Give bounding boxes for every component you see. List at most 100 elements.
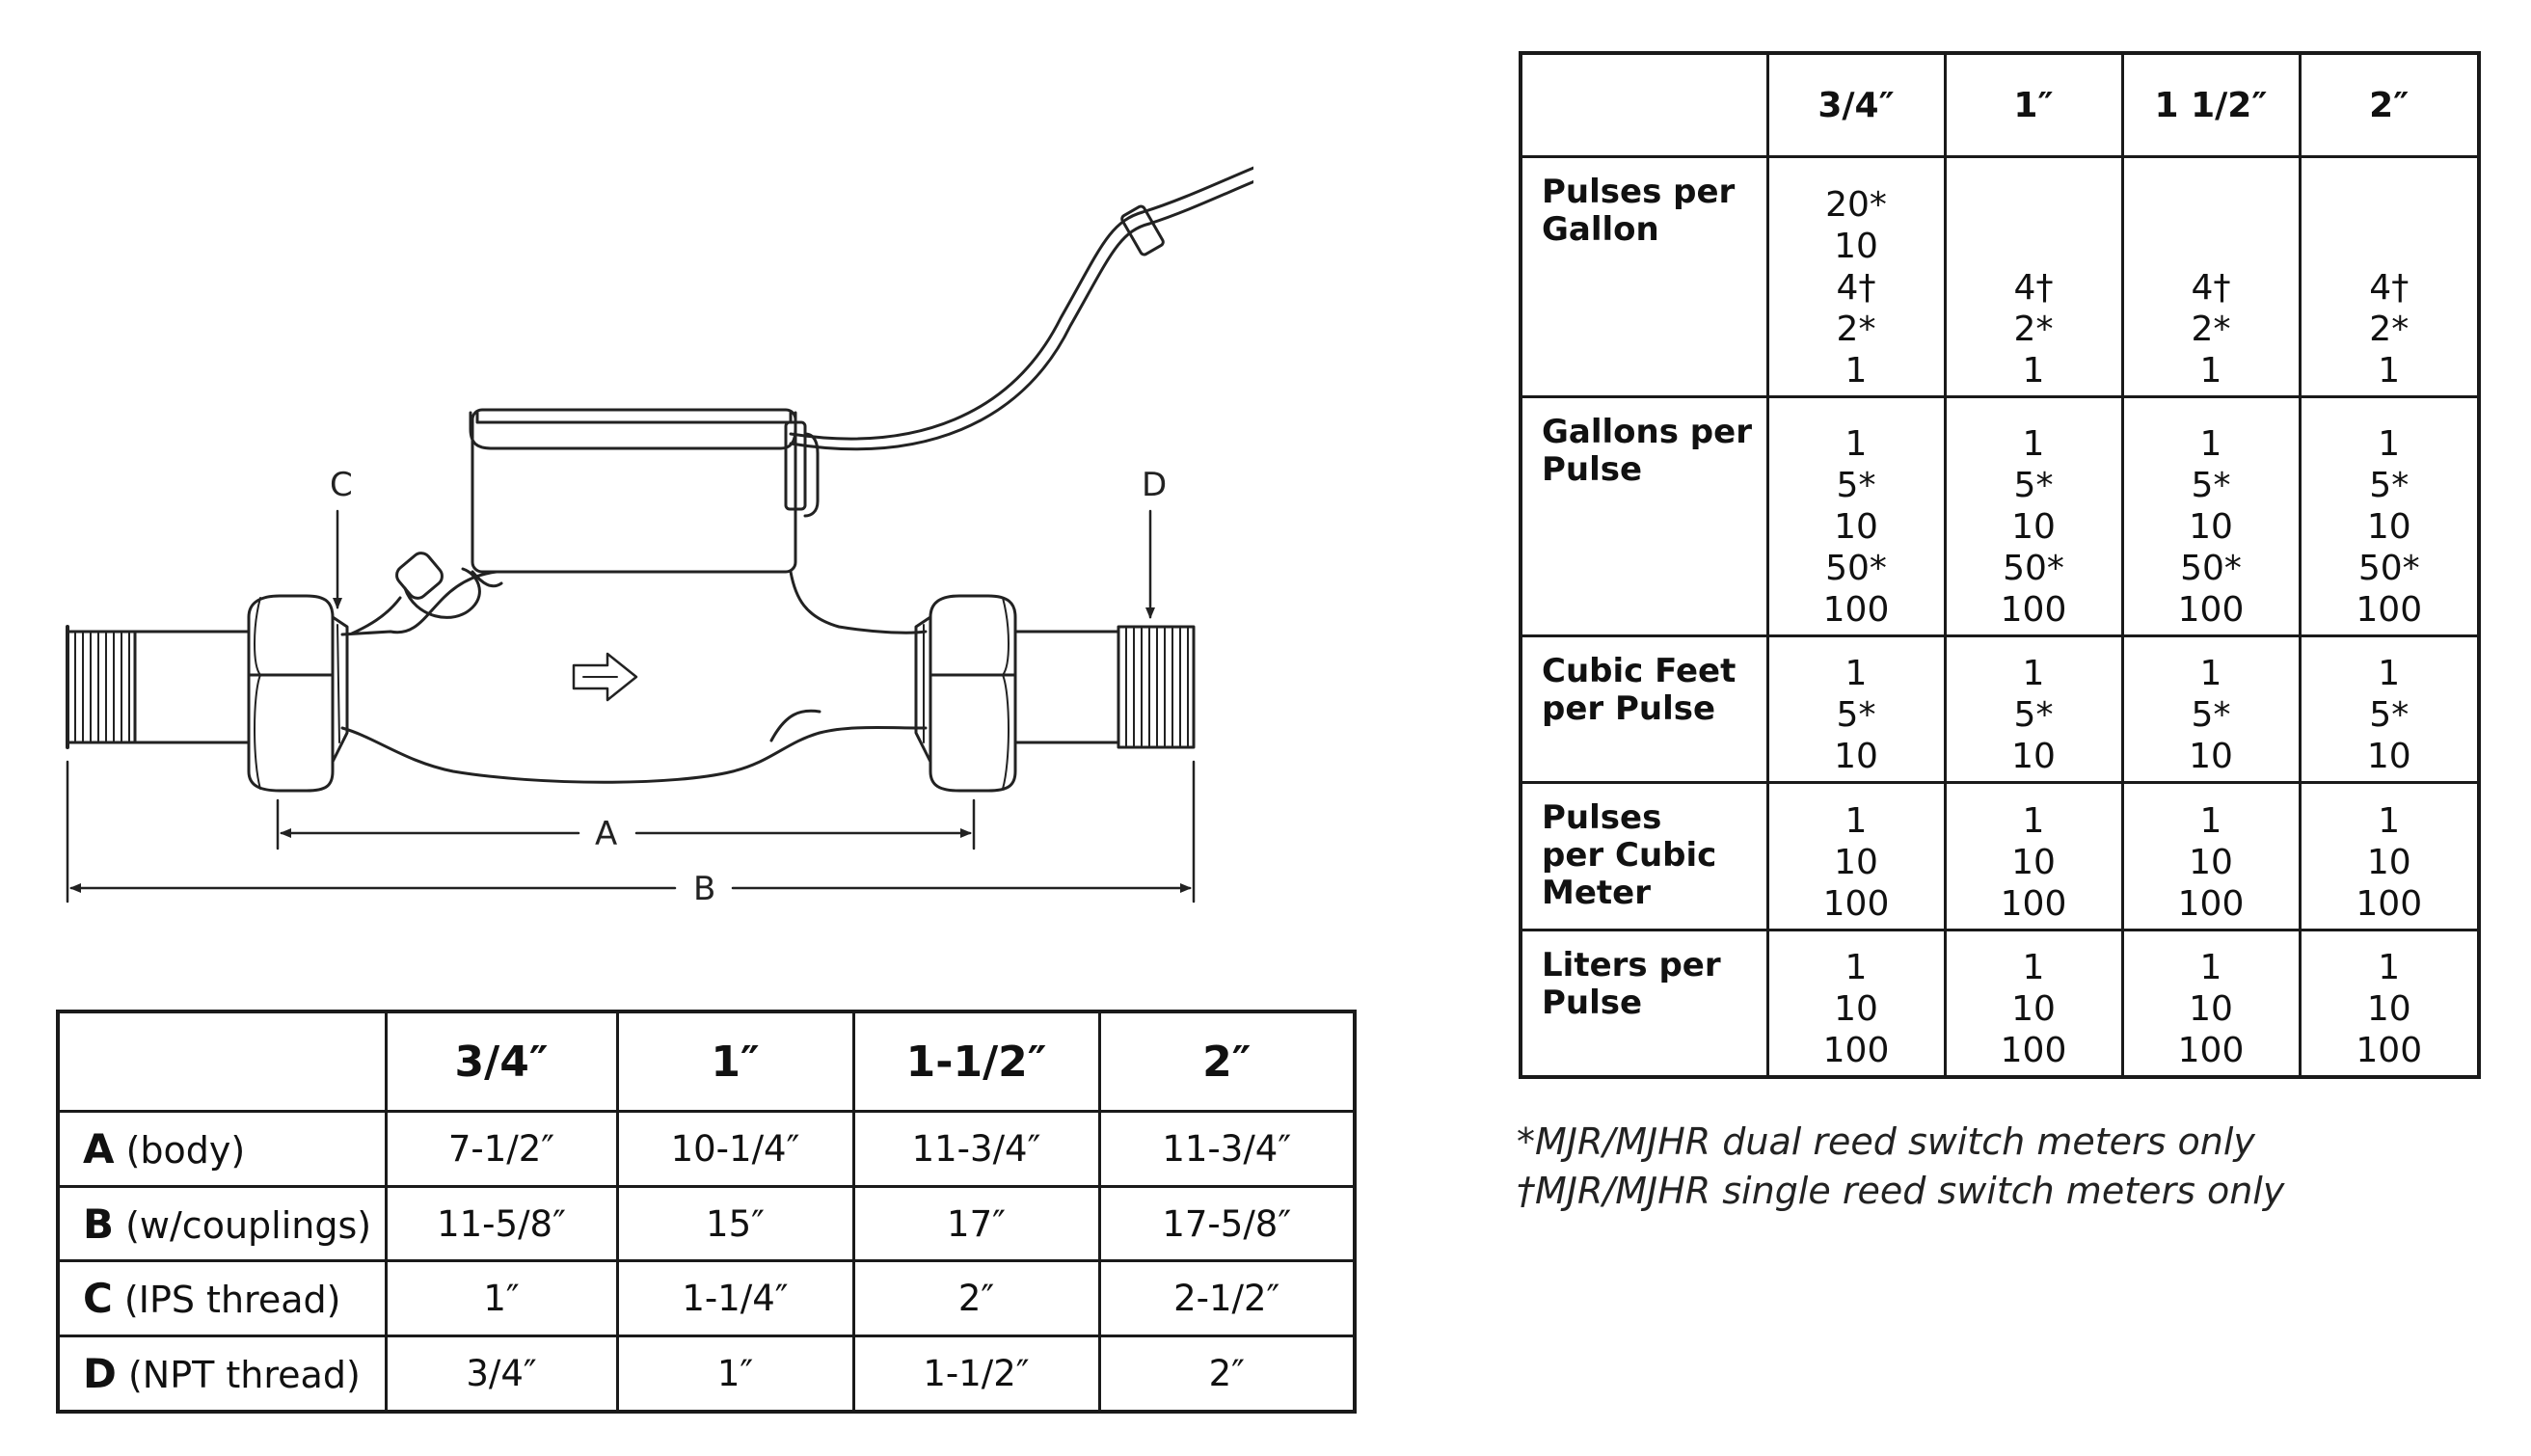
dimension-value: 1-1/2″ <box>851 1335 1101 1414</box>
pulse-value: 100 <box>1822 1031 1890 1070</box>
pulse-value: 10 <box>1834 842 1878 882</box>
pulse-value: 10 <box>1834 226 1878 266</box>
dimension-value: 3/4″ <box>384 1335 619 1414</box>
pulse-row-label-line: Pulses <box>1542 798 1662 838</box>
footnote-single-reed: †MJR/MJHR single reed switch meters only <box>1517 1170 2285 1212</box>
pulse-value: 50* <box>2180 549 2242 589</box>
dimension-value: 11-5/8″ <box>384 1184 619 1263</box>
register-head <box>469 408 820 574</box>
dimension-letter: B <box>83 1200 115 1248</box>
footnote-dual-reed: *MJR/MJHR dual reed switch meters only <box>1517 1120 2255 1163</box>
pulse-value: 5* <box>1836 466 1876 506</box>
pulse-value: 10 <box>2366 989 2411 1029</box>
pulse-value: 1 <box>2378 424 2401 465</box>
pulse-value: 20* <box>1825 184 1887 225</box>
pulse-value: 5* <box>2013 695 2054 736</box>
pulse-row-label-line: per Cubic <box>1542 836 1717 876</box>
pulse-header-row: 3/4″ 1″ 1 1/2″ 2″ <box>1519 51 2481 158</box>
pulse-row-label-line: Pulse <box>1542 983 1643 1022</box>
pulse-row-label-line: Pulses per <box>1542 173 1736 211</box>
sensor-cable <box>789 166 1253 451</box>
pulse-value: 50* <box>2357 549 2420 589</box>
pulse-row-label-line: per Pulse <box>1542 689 1716 729</box>
dimension-value: 17″ <box>851 1184 1101 1263</box>
pulse-value: 100 <box>2000 1031 2067 1070</box>
pulse-value: 100 <box>2177 590 2245 631</box>
pulse-value: 1 <box>2199 800 2222 841</box>
left-coupling-nut <box>247 594 349 793</box>
dimension-letter: C <box>83 1275 113 1323</box>
pulse-value: 10 <box>2011 737 2056 777</box>
pulse-value: 1 <box>2199 654 2222 694</box>
pulse-value: 100 <box>2000 590 2067 631</box>
pulse-value: 2* <box>2369 309 2410 349</box>
dimension-value: 1-1/4″ <box>615 1259 855 1338</box>
label-d: D <box>1142 466 1167 504</box>
dimension-description: (NPT thread) <box>116 1354 361 1397</box>
pulse-value: 1 <box>2022 654 2045 694</box>
pulse-value: 1 <box>2378 948 2401 987</box>
right-coupling-nut <box>914 594 1017 793</box>
pulse-value: 2* <box>2013 309 2054 349</box>
left-threaded-pipe <box>66 625 251 749</box>
dimension-description: (w/couplings) <box>114 1203 372 1247</box>
pulse-value: 10 <box>2011 507 2056 548</box>
pulse-value: 1 <box>2199 424 2222 465</box>
pulse-value: 100 <box>1822 590 1890 631</box>
dimension-description: (IPS thread) <box>112 1279 341 1322</box>
dimension-value: 11-3/4″ <box>1097 1110 1357 1188</box>
pulse-value: 10 <box>2189 507 2233 548</box>
dimensions-row: C (IPS thread)1″1-1/4″2″2-1/2″ <box>56 1259 1357 1338</box>
pulse-value: 10 <box>2189 737 2233 777</box>
pulse-value: 5* <box>2191 695 2231 736</box>
pulse-value: 1 <box>2022 800 2045 841</box>
pulse-value: 2* <box>1836 309 1876 349</box>
pulse-row-label-line: Gallons per <box>1542 412 1752 451</box>
tamper-seal <box>350 552 503 635</box>
dimensions-header-size: 1″ <box>615 1010 855 1113</box>
pulse-value: 100 <box>2177 1031 2245 1070</box>
label-c: C <box>330 466 353 504</box>
dimension-value: 2″ <box>851 1259 1101 1338</box>
pulse-value: 1 <box>2199 350 2222 391</box>
pulse-value: 4† <box>1836 267 1876 308</box>
dimension-value: 15″ <box>615 1184 855 1263</box>
dimension-value: 10-1/4″ <box>615 1110 855 1188</box>
dimensions-header-size: 1-1/2″ <box>851 1010 1101 1113</box>
pulse-value: 1 <box>2378 800 2401 841</box>
pulse-value: 100 <box>2177 883 2245 924</box>
dimension-value: 1″ <box>384 1259 619 1338</box>
dimension-value: 1″ <box>615 1335 855 1414</box>
pulse-value: 10 <box>2366 507 2411 548</box>
right-threaded-pipe <box>1013 625 1196 749</box>
pulse-header-size: 1 1/2″ <box>2120 51 2302 158</box>
pulse-value: 10 <box>2366 737 2411 777</box>
dimensions-header-size: 2″ <box>1097 1010 1357 1113</box>
dimensions-header-row: 3/4″ 1″ 1-1/2″ 2″ <box>56 1010 1357 1113</box>
pulse-value: 1 <box>2378 350 2401 391</box>
dimensions-row: D (NPT thread)3/4″1″1-1/2″2″ <box>56 1335 1357 1414</box>
pulse-row-label-line: Cubic Feet <box>1542 652 1737 691</box>
dimension-a <box>276 798 976 850</box>
pulse-value: 2* <box>2191 309 2231 349</box>
pulse-value: 1 <box>2022 350 2045 391</box>
pulse-value: 5* <box>2191 466 2231 506</box>
pulse-value: 100 <box>2000 883 2067 924</box>
meter-body <box>340 570 928 784</box>
dimension-value: 2″ <box>1097 1335 1357 1414</box>
label-b: B <box>693 870 715 908</box>
pulse-row-label-line: Meter <box>1542 874 1651 913</box>
pulse-value: 50* <box>1825 549 1887 589</box>
